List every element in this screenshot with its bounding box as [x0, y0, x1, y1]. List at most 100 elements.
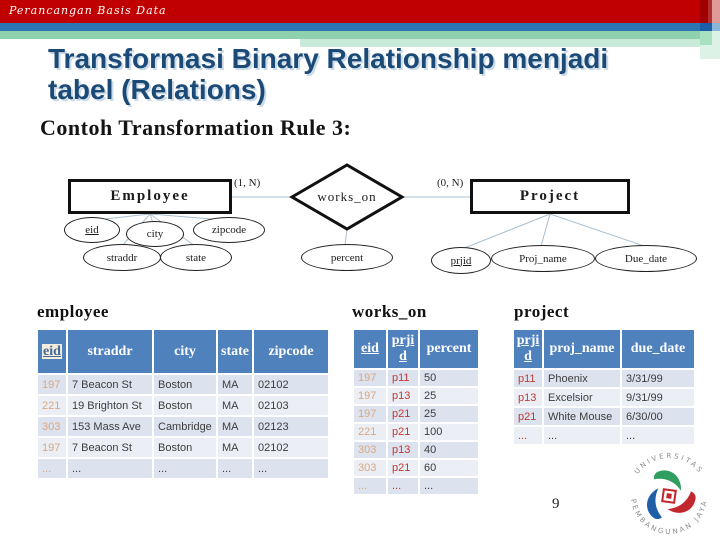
attribute-oval-eid: eid [64, 217, 120, 243]
table-cell: p13 [388, 442, 418, 458]
table-cell: MA [218, 375, 252, 394]
table-cell: ... [68, 459, 152, 478]
table-cell: 197 [38, 375, 66, 394]
attribute-oval-straddr: straddr [83, 244, 161, 271]
table-cell: 19 Brighton St [68, 396, 152, 415]
col-header-label: prjid [516, 333, 540, 364]
table-cell: 100 [420, 424, 478, 440]
table-header-row: eid prjid percent [354, 330, 478, 368]
table-cell: 25 [420, 406, 478, 422]
table-cell: Cambridge [154, 417, 216, 436]
relationship-label: works_on [317, 189, 377, 204]
col-header-prjid: prjid [514, 330, 542, 368]
slide-title: Transformasi Binary Relationship menjadi… [48, 43, 609, 105]
table-cell: Boston [154, 375, 216, 394]
attribute-label: straddr [106, 251, 138, 264]
col-header-state: state [218, 330, 252, 373]
entity-project-label: Project [519, 188, 581, 204]
table-header-row: prjid proj_name due_date [514, 330, 694, 368]
header-green-bar [0, 31, 720, 39]
table-header-row: eid straddr city state zipcode [38, 330, 328, 373]
corner-decoration [708, 0, 712, 23]
table-cell: ... [388, 478, 418, 494]
table-cell: MA [218, 417, 252, 436]
attribute-label: Proj_name [519, 252, 567, 265]
employee-table-title: employee [37, 302, 109, 321]
table-row: ............... [38, 459, 328, 478]
corner-decoration [712, 0, 720, 23]
corner-decoration [712, 23, 720, 31]
table-cell: 197 [354, 406, 386, 422]
table-cell: 221 [354, 424, 386, 440]
attribute-oval-city: city [126, 221, 184, 247]
table-cell: 303 [354, 442, 386, 458]
university-logo: UNIVERSITAS PEMBANGUNAN JAYA [629, 452, 709, 536]
table-cell: 3/31/99 [622, 370, 694, 387]
table-cell: Boston [154, 438, 216, 457]
table-cell: p21 [388, 460, 418, 476]
table-cell: ... [354, 478, 386, 494]
table-cell: p21 [514, 408, 542, 425]
logo-emblem [640, 466, 698, 522]
attribute-label: percent [330, 251, 364, 264]
col-header-eid: eid [354, 330, 386, 368]
col-header-due-date: due_date [622, 330, 694, 368]
course-label: Perancangan Basis Data [9, 4, 167, 17]
table-cell: 02103 [254, 396, 328, 415]
col-header-city: city [154, 330, 216, 373]
entity-project: Project [470, 179, 630, 214]
attribute-oval-state: state [160, 244, 232, 271]
corner-decoration [700, 45, 712, 59]
corner-decoration [700, 23, 712, 31]
table-cell: p21 [388, 406, 418, 422]
attribute-label: city [146, 228, 164, 240]
table-cell: 6/30/00 [622, 408, 694, 425]
table-cell: ... [514, 427, 542, 444]
col-header-label: eid [42, 343, 62, 359]
table-cell: ... [544, 427, 620, 444]
col-header-eid: eid [38, 330, 66, 373]
table-cell: Excelsior [544, 389, 620, 406]
attribute-label: zipcode [211, 224, 247, 236]
cardinality-left: (1, N) [234, 177, 261, 189]
table-cell: 40 [420, 442, 478, 458]
slide-subtitle: Contoh Transformation Rule 3: [40, 115, 352, 140]
table-cell: ... [218, 459, 252, 478]
col-header-proj-name: proj_name [544, 330, 620, 368]
table-cell: p21 [388, 424, 418, 440]
header-blue-bar [0, 23, 720, 31]
table-cell: 9/31/99 [622, 389, 694, 406]
col-header-label: eid [361, 341, 379, 357]
col-header-straddr: straddr [68, 330, 152, 373]
attribute-oval-due-date: Due_date [595, 245, 697, 272]
table-cell: ... [38, 459, 66, 478]
table-cell: 02102 [254, 375, 328, 394]
attribute-oval-percent: percent [301, 244, 393, 271]
table-cell: 303 [354, 460, 386, 476]
title-highlight-bar [300, 39, 700, 47]
table-cell: p11 [388, 370, 418, 386]
table-cell: p11 [514, 370, 542, 387]
attribute-oval-prjid: prjid [431, 247, 491, 274]
attribute-oval-zipcode: zipcode [193, 217, 265, 243]
table-cell: Boston [154, 396, 216, 415]
logo-ring-text-bottom: PEMBANGUNAN JAYA [629, 498, 706, 536]
entity-employee: Employee [68, 179, 232, 214]
svg-text:PEMBANGUNAN JAYA: PEMBANGUNAN JAYA [629, 498, 709, 536]
table-cell: p13 [388, 388, 418, 404]
attribute-label: state [185, 251, 207, 264]
table-cell: 7 Beacon St [68, 375, 152, 394]
table-cell: Phoenix [544, 370, 620, 387]
col-header-prjid: prjid [388, 330, 418, 368]
